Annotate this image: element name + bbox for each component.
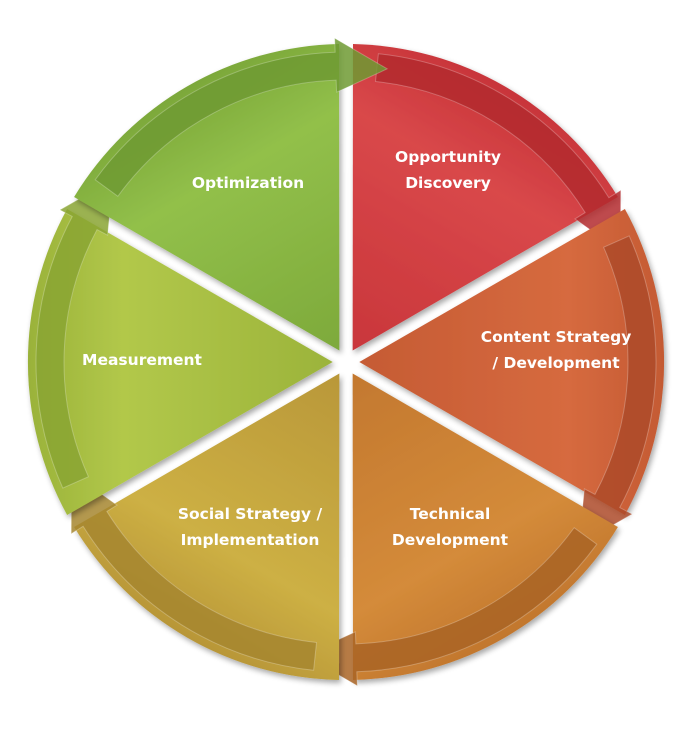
label-line: Technical (410, 505, 491, 523)
label-measurement: Measurement (82, 351, 203, 369)
arrow-measurement (35, 178, 114, 489)
label-line: Opportunity (395, 148, 501, 166)
label-line: Measurement (82, 351, 203, 369)
label-optimization: Optimization (192, 174, 304, 192)
segment-technical-development (352, 373, 618, 680)
segment-content-strategy (359, 209, 665, 515)
label-content-strategy: Content Strategy / Development (481, 328, 632, 372)
arrow-optimization (94, 37, 389, 197)
label-line: Social Strategy / (178, 505, 323, 523)
label-line: Development (392, 531, 509, 549)
arrow-technical-development (303, 527, 598, 687)
arrow-content-strategy (578, 235, 657, 546)
label-line: / Development (492, 354, 620, 372)
segment-opportunity-discovery (352, 44, 618, 351)
label-line: Implementation (181, 531, 320, 549)
label-social-strategy: Social Strategy / Implementation (178, 505, 323, 549)
label-line: Optimization (192, 174, 304, 192)
segment-optimization (74, 44, 340, 351)
label-line: Discovery (405, 174, 491, 192)
segment-social-strategy (74, 373, 340, 680)
segment-measurement (27, 209, 333, 515)
label-line: Content Strategy (481, 328, 632, 346)
